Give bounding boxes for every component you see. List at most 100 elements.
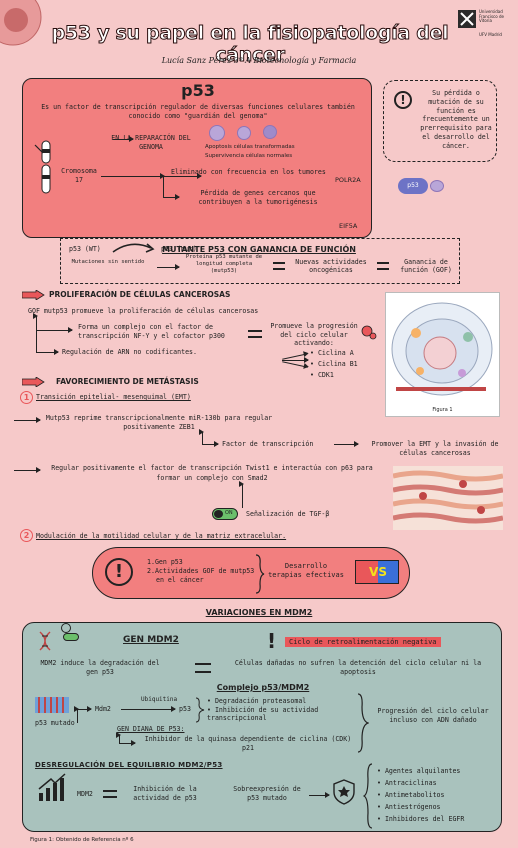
proliferation-intro: GOF mutp53 promueve la proliferación de … — [28, 307, 259, 315]
oncogenic-label: Nuevas actividades oncogénicas — [295, 258, 367, 274]
arrow — [119, 740, 136, 746]
shield-icon — [333, 779, 355, 805]
exclamation-icon: ! — [394, 91, 412, 109]
connector — [33, 313, 38, 352]
arrow — [121, 706, 176, 712]
cell-icon — [209, 125, 225, 141]
dna-icon — [39, 631, 51, 651]
equals-sign — [248, 330, 262, 338]
molecule-icon — [430, 180, 444, 192]
equals-sign — [377, 262, 389, 270]
university-short: UFV Madrid — [479, 32, 502, 37]
brace-icon — [357, 693, 369, 753]
footer-caption: Figura 1: Obtenido de Referencia nº 6 — [30, 837, 134, 843]
connector — [116, 732, 121, 743]
induces-label: MDM2 induce la degradación del gen p53 — [40, 659, 160, 676]
brace-icon — [363, 763, 373, 829]
apoptosis-label: Apoptosis células transformadas — [205, 144, 295, 150]
tissue-illustration — [393, 466, 503, 530]
therapy-result: Desarrollo terapias efectivas — [268, 562, 344, 579]
complex-label: Forma un complejo con el factor de trans… — [78, 323, 225, 340]
toggle-switch: ON — [212, 508, 238, 520]
gof-label: Ganancia de función (GOF) — [400, 258, 452, 274]
emt-promote-label: Promover la EMT y la invasión de células… — [371, 440, 499, 457]
effect-item: • Inhibición de su actividad transcripci… — [207, 705, 319, 723]
p53-mut-label: p53 mutado — [35, 719, 75, 727]
inhibition-label: Inhibición de la actividad de p53 — [133, 785, 197, 802]
ufv-logo-icon — [458, 10, 476, 28]
cell-cycle-diagram — [391, 302, 493, 396]
step-number: 2 — [20, 529, 33, 542]
cell-cycle-figure: Figura 1 — [385, 292, 500, 417]
drug-item: • Antraciclinas — [377, 779, 437, 787]
complex-heading: Complejo p53/MDM2 — [216, 683, 310, 692]
p53-molecule: p53 — [398, 178, 428, 194]
twist-label: Regular positivamente el factor de trans… — [51, 464, 373, 482]
p53-intro-box: p53 Es un factor de transcripción regula… — [22, 78, 372, 238]
brace-icon — [255, 554, 265, 594]
repair-label: EN LA REPARACIÓN DEL GENOMA — [111, 134, 191, 151]
connector — [239, 481, 244, 508]
connector — [160, 173, 165, 198]
therapy-item: 2.Actividades GOF de mutp53 en el cáncer — [147, 567, 255, 584]
mut-label: p53 (mut) — [161, 245, 197, 253]
mdm2-box: GEN MDM2 ! Ciclo de retroalimentación ne… — [22, 622, 502, 832]
cell-illustration — [0, 0, 42, 46]
drug-item: • Agentes alquilantes — [377, 767, 461, 775]
therapy-list: 1.Gen p53 2.Actividades GOF de mutp53 en… — [147, 558, 255, 585]
p53-heading: p53 — [181, 81, 215, 100]
target-label: GEN DIANA DE P53: — [117, 725, 185, 733]
arrow — [113, 136, 134, 142]
virus-icon — [361, 325, 377, 340]
connector — [199, 429, 204, 444]
vs-label: VS — [369, 565, 387, 579]
clock-icon — [61, 623, 71, 633]
mir-label: Mutp53 reprime transcripcionalmente miR-… — [45, 414, 273, 431]
arrow — [334, 441, 359, 447]
toggle-icon — [63, 633, 79, 641]
therapy-box: ! 1.Gen p53 2.Actividades GOF de mutp53 … — [92, 547, 410, 599]
university-logo: Universidad Francisco de Vitoria UFV Mad… — [458, 8, 514, 42]
vs-icon: VS — [355, 560, 399, 584]
mdm2-small-label: MDM2 — [77, 790, 93, 798]
drugs-list: • Agentes alquilantes • Antraciclinas • … — [377, 765, 464, 825]
progression-label: Progresión del ciclo celular incluso con… — [377, 707, 489, 724]
overexp-label: Sobreexpresión de p53 mutado — [233, 785, 301, 802]
author-line: Lucía Sanz Pérez 3º A Biotecnología y Fa… — [161, 56, 357, 65]
university-name: Universidad Francisco de Vitoria — [479, 9, 504, 23]
page-title: p53 y su papel en la fisiopatología del … — [51, 22, 449, 67]
dereg-heading: DESREGULACIÓN DEL EQUILIBRIO MDM2/P53 — [35, 761, 223, 769]
arrow — [282, 357, 309, 363]
mdm2-label: Mdm2 — [95, 705, 111, 713]
exclamation-icon: ! — [105, 558, 133, 586]
feedback-tag: Ciclo de retroalimentación negativa — [285, 637, 441, 647]
cell-icon — [237, 126, 251, 140]
arrow — [202, 441, 219, 447]
senescence-label: Supervivencia células normales — [205, 153, 293, 159]
promote-label: Promueve la progresión del ciclo celular… — [270, 322, 358, 347]
arrow — [36, 327, 73, 333]
arrow-bullet-icon — [22, 377, 45, 387]
wt-label: p53 (WT) — [69, 245, 101, 253]
gof-heading: MUTANTE P53 CON GANANCIA DE FUNCIÓN — [162, 245, 356, 254]
cyclin-item: • CDK1 — [310, 371, 334, 379]
arrow — [309, 792, 330, 798]
gene-mdm2-heading: GEN MDM2 — [123, 635, 179, 645]
gene-eif5a: EIF5A — [339, 222, 358, 230]
emt-step: Transición epitelial- mesenquimal (EMT) — [36, 393, 191, 401]
side-note-box: ! Su pérdida o mutación de su función es… — [383, 80, 497, 162]
therapy-item: 1.Gen p53 — [147, 558, 183, 566]
tf-label: Factor de transcripción — [222, 440, 314, 448]
mutations-label: Mutaciones sin sentido — [71, 259, 145, 265]
curved-arrow-icon — [112, 243, 155, 253]
drug-item: • Antiestrógenos — [377, 803, 441, 811]
equals-sign — [195, 663, 211, 673]
arrow — [282, 361, 308, 368]
tgf-label: Señalización de TGF-β — [246, 510, 330, 518]
proliferation-heading: PROLIFERACIÓN DE CÉLULAS CANCEROSAS — [49, 290, 231, 299]
chromosome-icon — [34, 140, 51, 194]
eliminated-label: Eliminado con frecuencia en los tumores — [171, 168, 326, 176]
ubiquitin-label: Ubiquitina — [141, 696, 178, 703]
gof-box: p53 (WT) p53 (mut) Mutaciones sin sentid… — [60, 238, 460, 284]
drug-item: • Inhibidores del EGFR — [377, 815, 465, 823]
